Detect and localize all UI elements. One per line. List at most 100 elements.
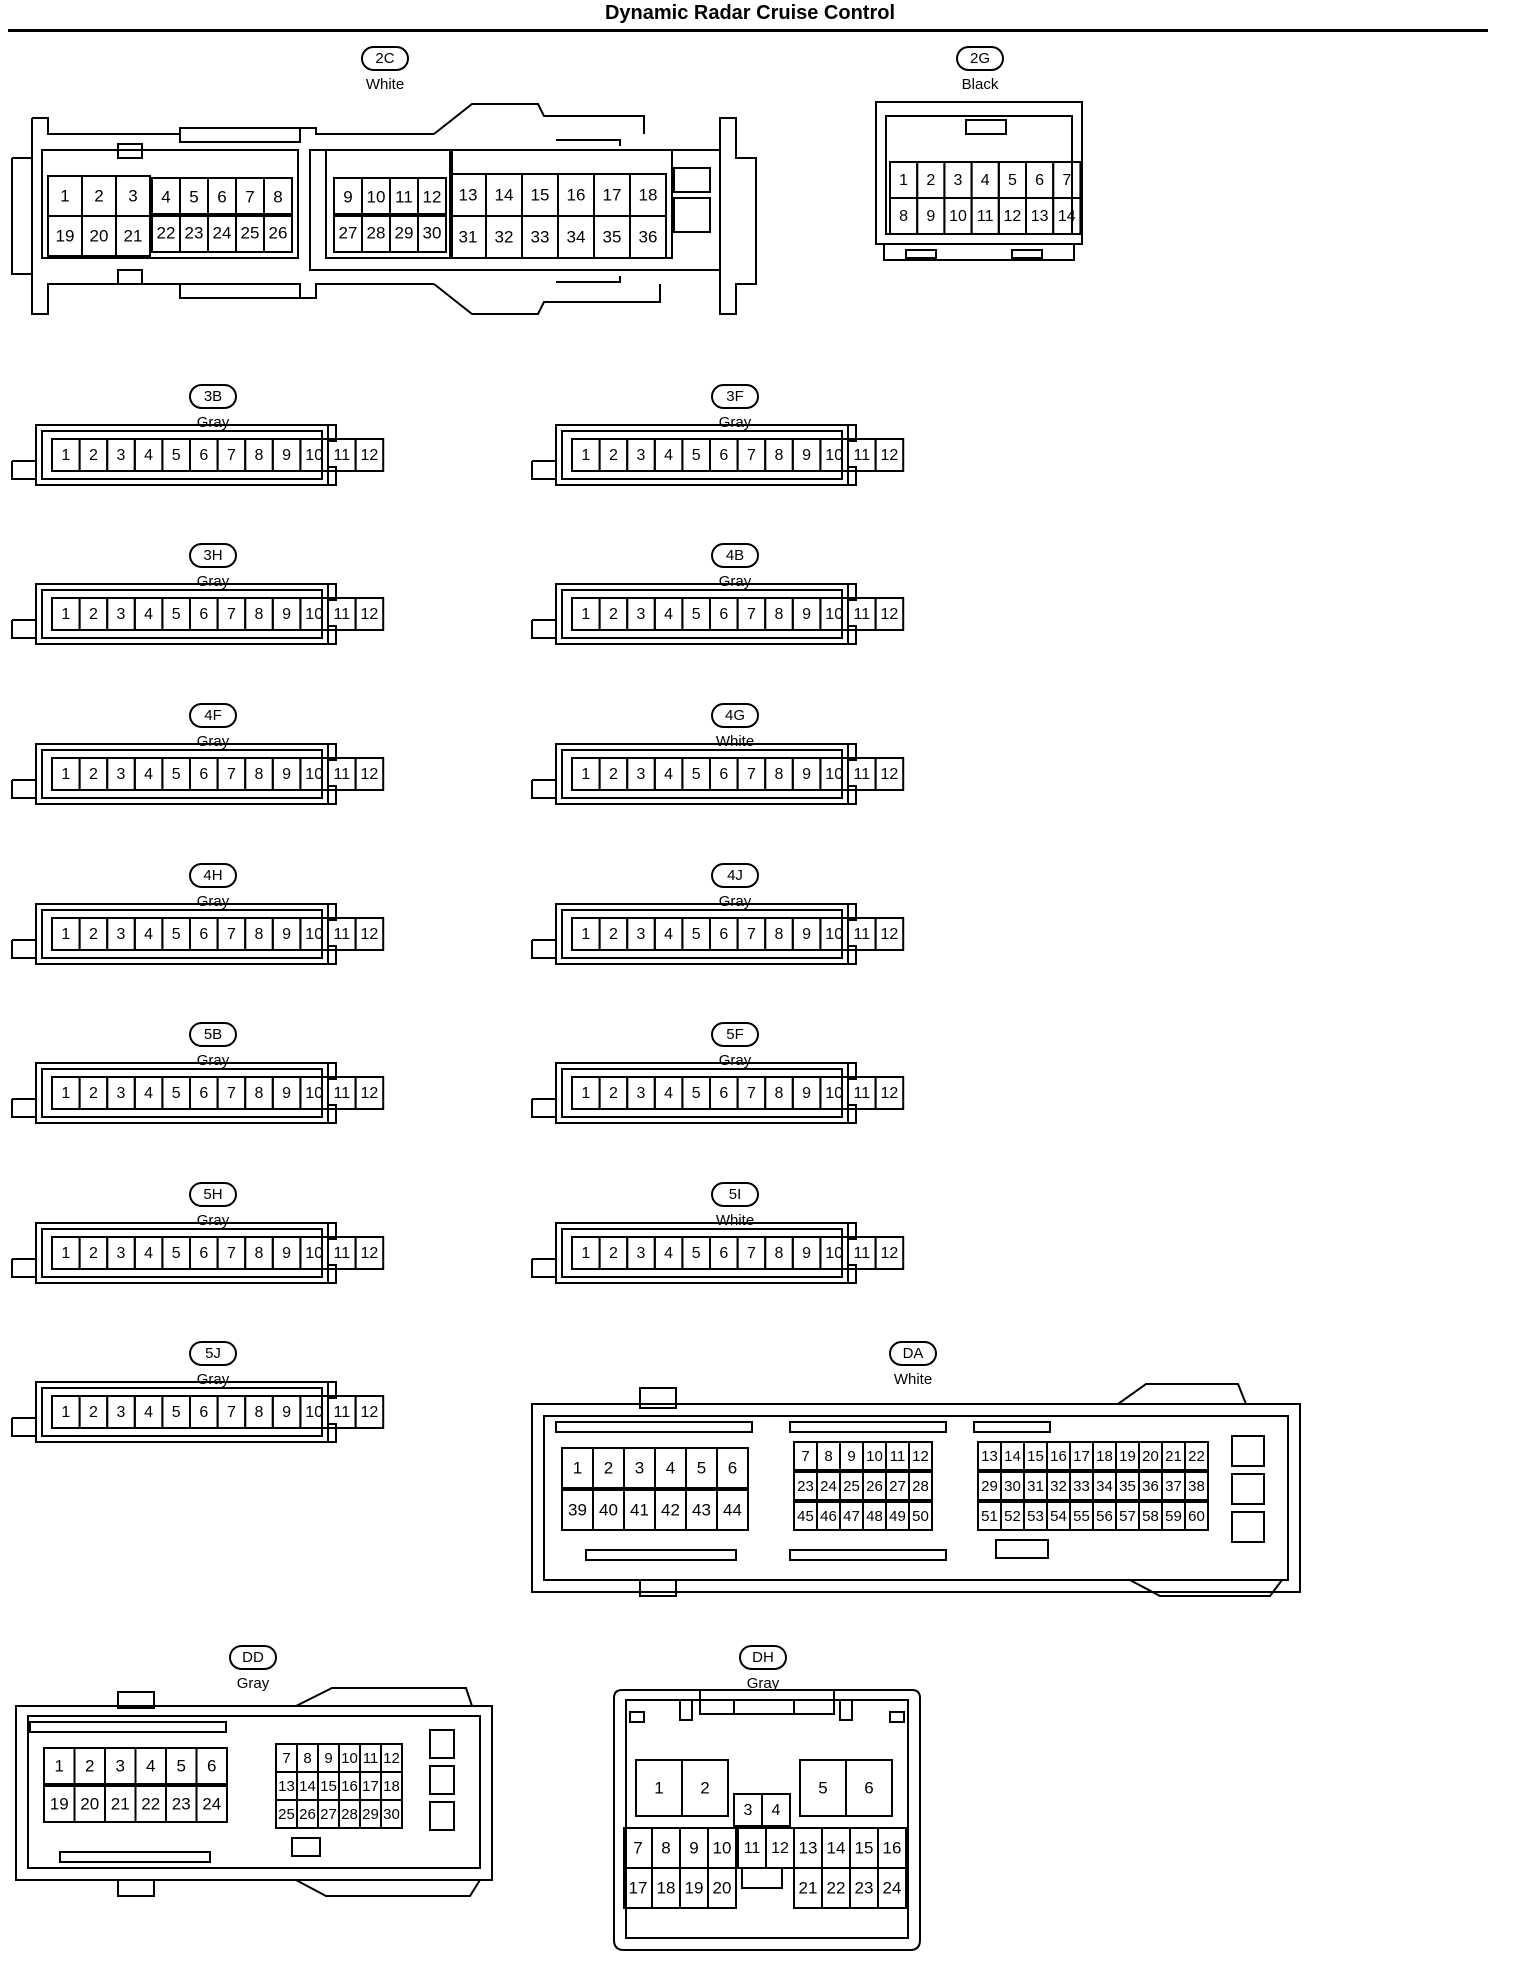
pin-number: 24 xyxy=(202,1794,221,1813)
housing-latch xyxy=(1231,1435,1265,1467)
pin-number: 12 xyxy=(361,447,379,464)
pin-number: 26 xyxy=(269,223,288,242)
pin-number: 20 xyxy=(713,1878,732,1897)
pin-number: 24 xyxy=(883,1878,902,1897)
connector-color: Gray xyxy=(719,893,752,910)
pin-number: 4 xyxy=(144,926,153,943)
housing-outline xyxy=(11,939,36,959)
pin-number: 1 xyxy=(61,766,70,783)
pin-number: 12 xyxy=(361,1245,379,1262)
housing-latch xyxy=(673,167,711,193)
pin-number: 9 xyxy=(689,1838,698,1857)
connector-id: 4H xyxy=(203,867,222,884)
pin-number: 20 xyxy=(1142,1448,1159,1465)
housing-outline xyxy=(1117,1383,1247,1405)
pin-number: 49 xyxy=(889,1508,906,1525)
pin-number: 45 xyxy=(797,1508,814,1525)
pin-number: 21 xyxy=(111,1794,130,1813)
pin-block xyxy=(325,149,453,259)
pin-number: 14 xyxy=(299,1778,316,1795)
pin-number: 2 xyxy=(604,1458,613,1477)
pin-number: 4 xyxy=(144,1404,153,1421)
pin-number: 12 xyxy=(881,1085,899,1102)
pin-number: 3 xyxy=(117,1245,126,1262)
pin-number: 10 xyxy=(825,766,843,783)
connector-id-badge xyxy=(711,703,759,728)
pin-number: 8 xyxy=(255,1245,264,1262)
pin-cell xyxy=(354,757,385,791)
pin-number: 5 xyxy=(172,1245,181,1262)
pin-number: 14 xyxy=(1004,1448,1021,1465)
pin-number: 5 xyxy=(692,926,701,943)
pin-number: 4 xyxy=(144,606,153,623)
pin-number: 6 xyxy=(199,766,208,783)
pin-number: 12 xyxy=(361,766,379,783)
connector-color: Gray xyxy=(197,414,230,431)
pin-number: 34 xyxy=(567,227,586,246)
pin-number: 8 xyxy=(775,1085,784,1102)
pin-number: 5 xyxy=(172,1404,181,1421)
pin-number: 1 xyxy=(61,1085,70,1102)
pin-number: 1 xyxy=(581,766,590,783)
pin-number: 12 xyxy=(383,1750,400,1767)
pin-number: 53 xyxy=(1027,1508,1044,1525)
pin-number: 11 xyxy=(363,1750,379,1767)
pin-number: 10 xyxy=(713,1838,732,1857)
housing-latch xyxy=(639,1387,677,1409)
pin-number: 11 xyxy=(977,208,994,225)
connector-id-badge xyxy=(711,384,759,409)
connector-id-badge xyxy=(189,384,237,409)
housing-rib xyxy=(179,127,301,143)
pin-number: 15 xyxy=(320,1778,337,1795)
pin-number: 2 xyxy=(609,1245,618,1262)
housing-outline xyxy=(848,743,857,805)
pin-number: 4 xyxy=(144,1085,153,1102)
pin-number: 9 xyxy=(282,606,291,623)
pin-number: 11 xyxy=(333,1404,350,1421)
pin-number: 10 xyxy=(305,1085,323,1102)
pin-number: 2 xyxy=(609,926,618,943)
connector-id-badge xyxy=(956,46,1004,71)
pin-number: 11 xyxy=(333,766,350,783)
pin-number: 13 xyxy=(981,1448,998,1465)
connector-id-badge xyxy=(711,863,759,888)
pin-cell xyxy=(1184,1501,1209,1531)
connector-id: 2G xyxy=(970,50,990,67)
pin-number: 3 xyxy=(117,1085,126,1102)
connector-id: 4B xyxy=(726,547,744,564)
pin-number: 9 xyxy=(802,926,811,943)
housing-outline xyxy=(625,1699,909,1939)
pin-number: 23 xyxy=(185,223,204,242)
pin-number: 9 xyxy=(282,1085,291,1102)
pin-number: 11 xyxy=(853,606,870,623)
pin-number: 10 xyxy=(305,766,323,783)
pin-number: 20 xyxy=(80,1794,99,1813)
pin-number: 18 xyxy=(657,1878,676,1897)
pin-number: 9 xyxy=(802,1245,811,1262)
pin-number: 33 xyxy=(1073,1478,1090,1495)
housing-outline xyxy=(433,103,661,315)
pin-number: 7 xyxy=(282,1750,290,1767)
pin-number: 5 xyxy=(172,1085,181,1102)
pin-number: 40 xyxy=(599,1500,618,1519)
housing-outline xyxy=(531,779,556,799)
pin-number: 5 xyxy=(172,766,181,783)
pin-number: 6 xyxy=(199,926,208,943)
pin-number: 5 xyxy=(172,606,181,623)
pin-number: 3 xyxy=(637,606,646,623)
pin-block xyxy=(41,149,299,259)
housing-outline xyxy=(328,583,337,645)
pin-number: 11 xyxy=(890,1448,906,1465)
housing-inner xyxy=(41,589,323,639)
pin-number: 28 xyxy=(912,1478,929,1495)
pin-number: 3 xyxy=(637,766,646,783)
pin-number: 1 xyxy=(61,606,70,623)
pin-number: 5 xyxy=(1008,172,1017,189)
pin-number: 60 xyxy=(1188,1508,1205,1525)
pin-cell xyxy=(115,215,151,257)
pin-number: 3 xyxy=(117,926,126,943)
